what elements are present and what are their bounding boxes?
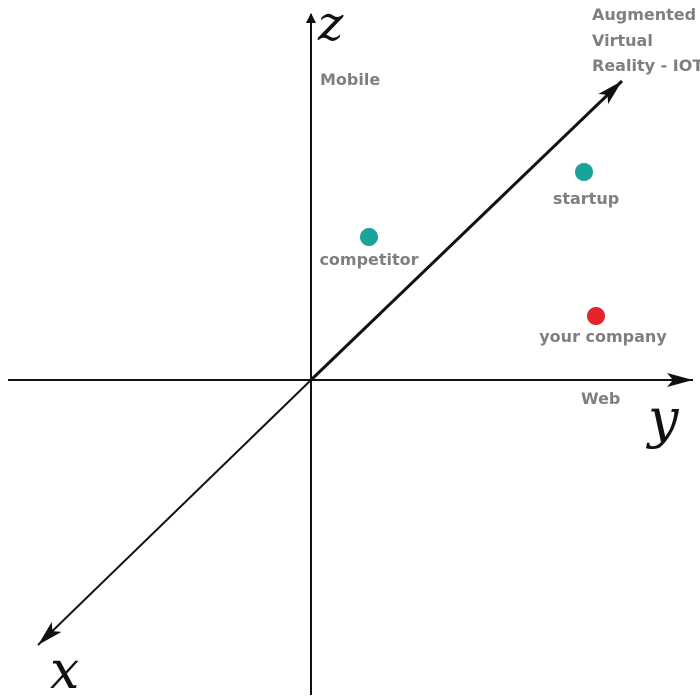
diagonal-axis-label-line-1: Augmented (592, 5, 696, 24)
z-axis-description: Mobile (320, 70, 380, 89)
competitor-label: competitor (319, 250, 418, 269)
diagonal-axis-line (309, 79, 624, 382)
competitor-point (360, 228, 378, 246)
diagonal-axis-label-line-3: Reality - IOT (592, 56, 700, 75)
startup-label: startup (553, 189, 619, 208)
x-axis-line (37, 379, 312, 646)
your-company-point (587, 307, 605, 325)
z-axis-letter: z (317, 0, 344, 52)
y-axis-description: Web (581, 389, 620, 408)
diagonal-axis-label-line-2: Virtual (592, 31, 653, 50)
x-axis-letter: x (50, 641, 79, 700)
startup-point (575, 163, 593, 181)
y-axis-letter: y (646, 387, 680, 450)
your-company-label: your company (539, 327, 667, 346)
